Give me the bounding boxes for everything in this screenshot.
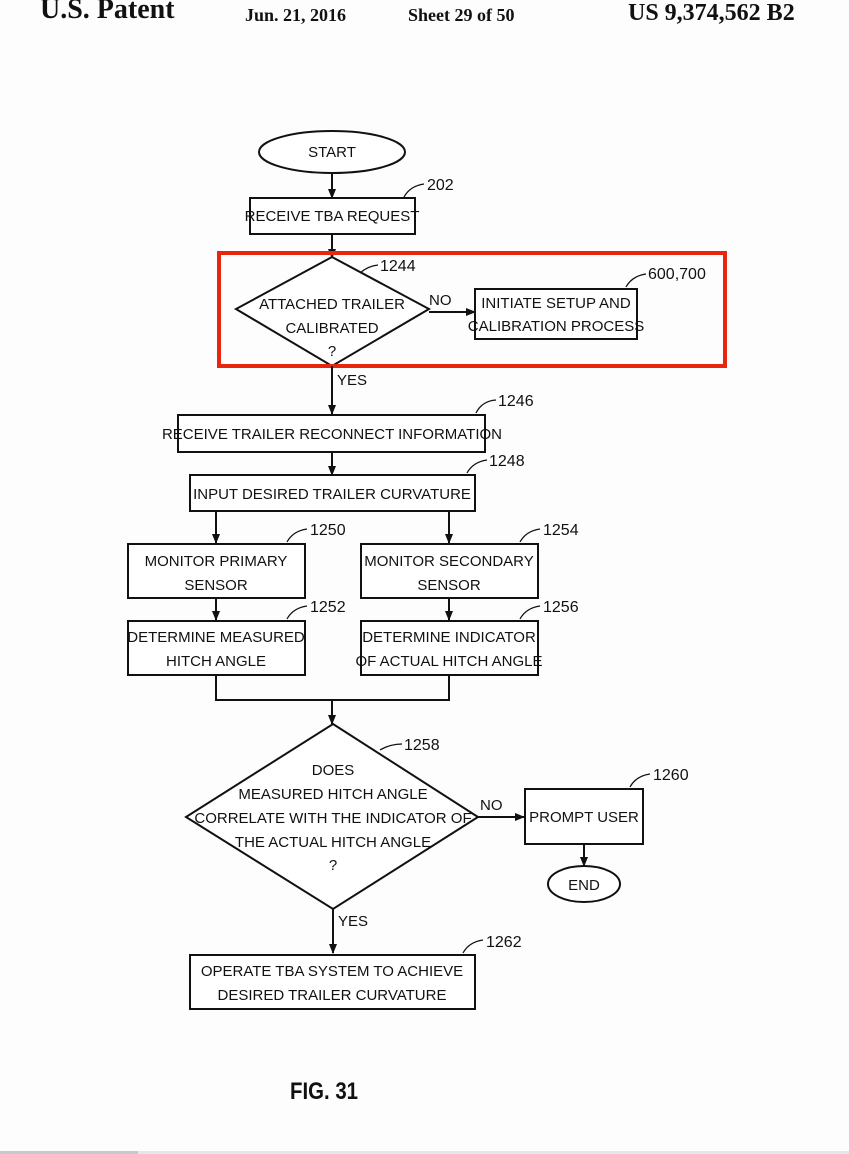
patent-number: US 9,374,562 B2 (628, 0, 795, 26)
step-operate-tba-system (189, 954, 476, 1010)
patent-header-title: U.S. Patent (40, 0, 175, 25)
ref-1256: 1256 (543, 599, 579, 616)
step-1262-line1: OPERATE TBA SYSTEM TO ACHIEVE (201, 963, 463, 980)
step-1256-line1: DETERMINE INDICATOR (362, 629, 536, 646)
decision-1258-line4: THE ACTUAL HITCH ANGLE (235, 834, 431, 851)
step-1256-line2: OF ACTUAL HITCH ANGLE (356, 653, 543, 670)
leader-1246 (475, 399, 497, 414)
patent-date: Jun. 21, 2016 (245, 5, 347, 25)
step-monitor-secondary-sensor (360, 543, 539, 599)
ref-1254: 1254 (543, 522, 579, 539)
step-receive-trailer-reconnect (177, 414, 486, 453)
step-1252-line1: DETERMINE MEASURED (127, 629, 305, 646)
step-1250-line2: SENSOR (184, 577, 248, 594)
leader-1248 (466, 459, 488, 474)
edge-label-yes-2: YES (338, 913, 368, 930)
ref-1250: 1250 (310, 522, 346, 539)
leader-600-700 (625, 273, 647, 288)
ref-1252: 1252 (310, 599, 346, 616)
decision-1244-line2: CALIBRATED (285, 320, 378, 337)
step-input-desired-curvature (189, 474, 476, 512)
step-1250-line1: MONITOR PRIMARY (145, 553, 288, 570)
step-1254-line2: SENSOR (417, 577, 481, 594)
edge-label-no-2: NO (480, 797, 503, 814)
leader-1262 (462, 939, 484, 954)
leader-1258 (379, 743, 403, 751)
ref-1262: 1262 (486, 934, 522, 951)
step-1246-text: RECEIVE TRAILER RECONNECT INFORMATION (162, 426, 502, 443)
end-terminal (547, 865, 621, 903)
step-600-line1: INITIATE SETUP AND (481, 295, 631, 312)
step-1248-text: INPUT DESIRED TRAILER CURVATURE (193, 486, 471, 503)
ref-1248: 1248 (489, 453, 525, 470)
leader-1244 (359, 264, 379, 274)
leader-1250 (286, 528, 308, 543)
ref-1244: 1244 (380, 258, 416, 275)
ref-1260: 1260 (653, 767, 689, 784)
decision-1258-line2: MEASURED HITCH ANGLE (238, 786, 427, 803)
step-prompt-user (524, 788, 644, 845)
decision-1244-line1: ATTACHED TRAILER (259, 296, 405, 313)
figure-label: FIG. 31 (290, 1078, 359, 1105)
highlight-box (217, 251, 727, 368)
step-1254-line1: MONITOR SECONDARY (364, 553, 533, 570)
ref-1258: 1258 (404, 737, 440, 754)
step-600-line2: CALIBRATION PROCESS (468, 318, 644, 335)
sheet-number: Sheet 29 of 50 (408, 5, 515, 25)
leader-1252 (286, 605, 308, 620)
leader-202 (403, 183, 425, 198)
step-1262-line2: DESIRED TRAILER CURVATURE (218, 987, 447, 1004)
horizontal-scrollbar[interactable] (0, 1151, 849, 1154)
step-monitor-primary-sensor (127, 543, 306, 599)
leader-1260 (629, 773, 651, 788)
step-202-text: RECEIVE TBA REQUEST (245, 208, 420, 225)
ref-1246: 1246 (498, 393, 534, 410)
merge-connector (215, 675, 450, 701)
leader-1254 (519, 528, 541, 543)
step-1252-line2: HITCH ANGLE (166, 653, 266, 670)
edge-label-no-1: NO (429, 292, 452, 309)
scrollbar-thumb[interactable] (0, 1151, 138, 1154)
decision-1258-line1: DOES (312, 762, 355, 779)
ref-600-700: 600,700 (648, 266, 706, 283)
step-1260-text: PROMPT USER (529, 809, 639, 826)
edge-label-yes-1: YES (337, 372, 367, 389)
decision-1258-line3: CORRELATE WITH THE INDICATOR OF (194, 810, 471, 827)
step-determine-indicator-actual-angle (360, 620, 539, 676)
decision-1258-line5: ? (329, 857, 337, 874)
step-initiate-setup-calibration (474, 288, 638, 340)
leader-1256 (519, 605, 541, 620)
start-label: START (308, 144, 356, 161)
decision-1244-line3: ? (328, 343, 336, 360)
ref-202: 202 (427, 177, 454, 194)
step-determine-measured-hitch-angle (127, 620, 306, 676)
end-label: END (568, 877, 600, 894)
